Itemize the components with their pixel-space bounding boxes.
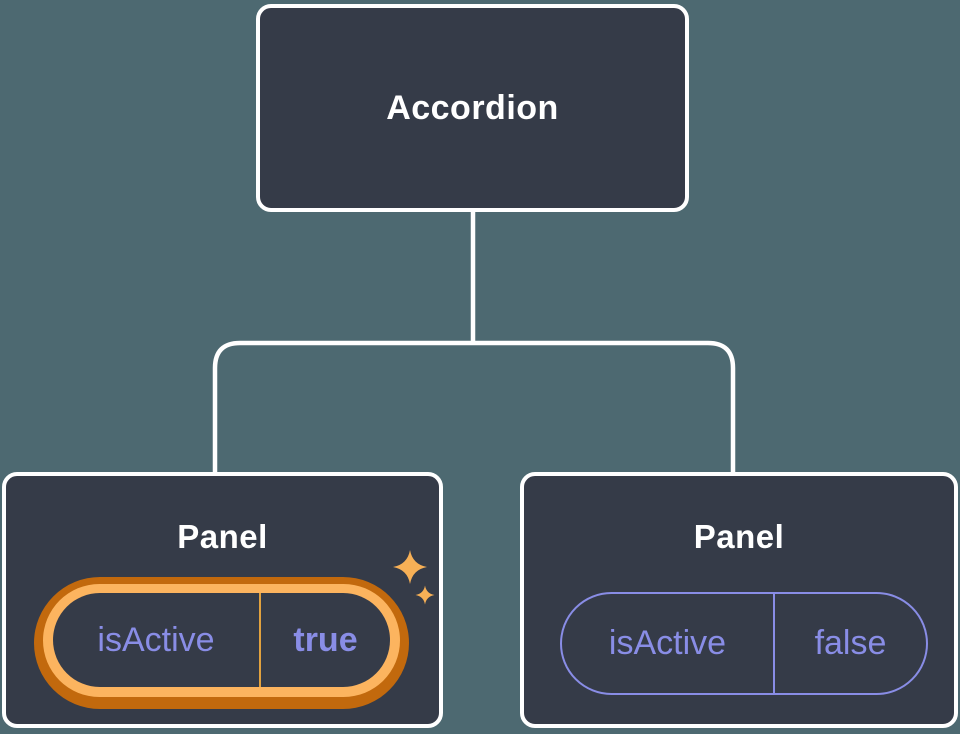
- accordion-node: Accordion: [256, 4, 689, 212]
- state-pill-active-ring: isActive true: [43, 584, 400, 697]
- pill-divider: [259, 593, 261, 687]
- pill-divider: [773, 594, 775, 693]
- prop-value-label: false: [814, 624, 887, 662]
- prop-name-label: isActive: [97, 620, 215, 659]
- state-pill-active-body: isActive true: [53, 593, 390, 687]
- sparkles-icon: [393, 550, 435, 605]
- panel-inactive-label: Panel: [693, 518, 785, 555]
- panel-active-label: Panel: [177, 518, 268, 555]
- panel-node-inactive: Panel isActive false: [520, 472, 958, 728]
- accordion-node-label: Accordion: [386, 88, 559, 127]
- panel-node-active: Panel isActive true: [2, 472, 443, 728]
- state-pill-active: isActive true: [34, 577, 409, 709]
- prop-value-label: true: [293, 620, 358, 659]
- state-pill-inactive: isActive false: [560, 592, 928, 695]
- prop-name-label: isActive: [608, 624, 727, 662]
